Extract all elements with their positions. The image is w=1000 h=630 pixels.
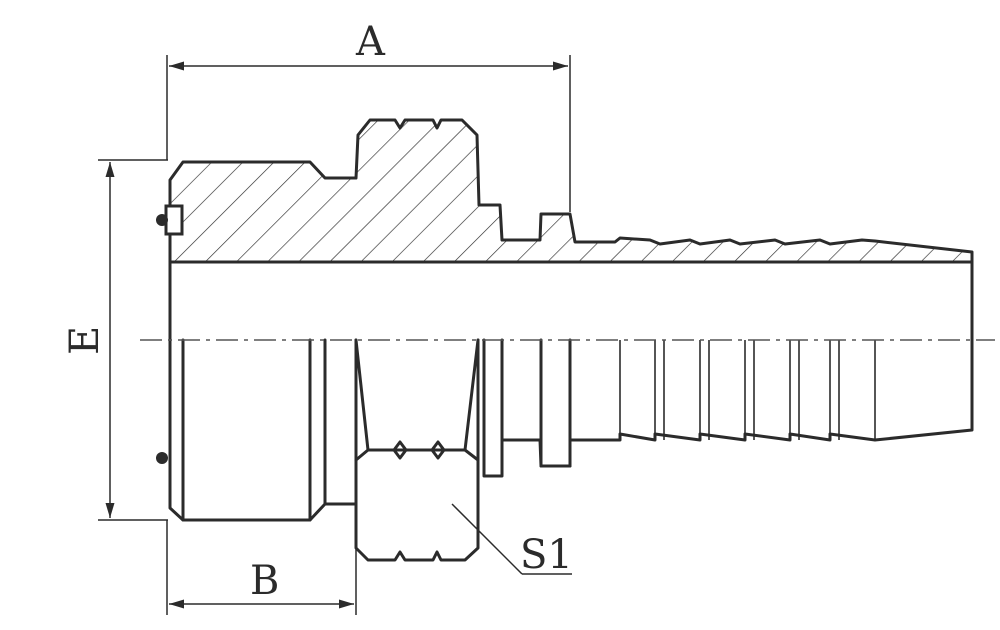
collar-outline	[482, 338, 572, 478]
hex-flat-mark-1	[392, 440, 408, 460]
o-ring-groove-top	[164, 204, 184, 236]
dim-s1-leader	[451, 503, 523, 575]
hex-nut-edge-right	[463, 338, 480, 452]
hex-nut-edge-left	[354, 338, 370, 452]
hex-flat-mark-2	[430, 440, 446, 460]
barbed-tail-outline	[568, 260, 974, 442]
dim-e-label: E	[62, 326, 108, 355]
o-ring-bottom	[156, 452, 168, 464]
dim-s1-label: S1	[520, 532, 573, 578]
dim-a-label: A	[355, 19, 386, 65]
o-ring-top	[156, 214, 168, 226]
dim-b-label: B	[250, 558, 279, 604]
thread-body-outline	[168, 260, 358, 522]
barb-ridges	[619, 340, 876, 440]
hex-nut-outline	[354, 338, 480, 562]
section-hatched-body	[168, 118, 974, 264]
